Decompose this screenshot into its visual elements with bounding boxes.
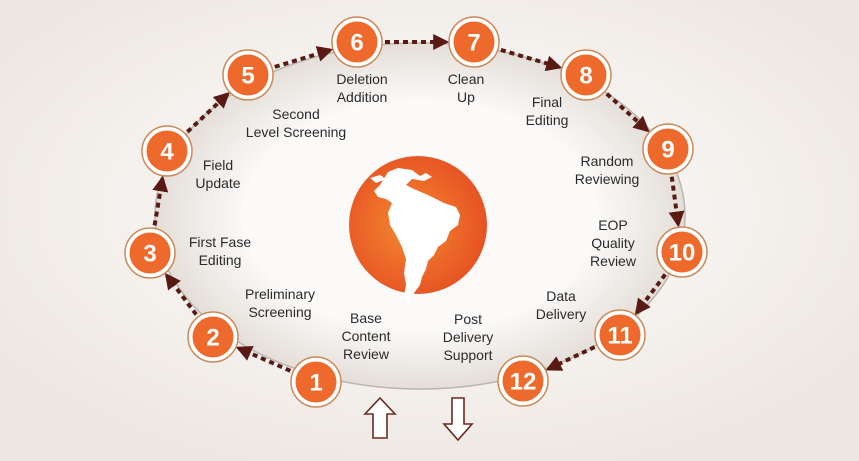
step-label: Final: [532, 94, 562, 110]
step-label: Quality: [591, 235, 635, 251]
step-label: Screening: [248, 304, 311, 320]
flow-arrow-10-to-11: [634, 273, 667, 316]
step-label: Review: [343, 346, 390, 362]
step-label: Deletion: [336, 71, 387, 87]
up-arrow-icon: [363, 396, 397, 439]
step-badge: [146, 130, 188, 172]
flow-arrow-9-to-10: [668, 176, 685, 228]
down-arrow-icon: [442, 397, 474, 442]
flow-arrow-4-to-5: [186, 91, 230, 134]
step-badge: [565, 54, 607, 96]
flow-arrow-8-to-9: [605, 92, 650, 133]
step-label: Addition: [337, 89, 388, 105]
step-badge: [599, 314, 641, 356]
flow-arrow-5-to-6: [274, 46, 334, 69]
step-label: EOP: [598, 217, 628, 233]
step-badge: [192, 316, 234, 358]
step-label: Editing: [199, 252, 242, 268]
step-number: 2: [206, 325, 219, 352]
step-badge: [661, 231, 703, 273]
step-label: Up: [457, 89, 475, 105]
step-label: Post: [454, 311, 482, 327]
step-label: Level Screening: [246, 124, 346, 140]
step-badge: [647, 128, 689, 170]
step-number: 3: [143, 241, 156, 268]
step-label: Clean: [448, 71, 485, 87]
step-number: 10: [669, 240, 696, 267]
step-label: Preliminary: [245, 286, 315, 302]
step-label: Field: [203, 157, 233, 173]
step-number: 6: [350, 30, 363, 57]
step-badge: [453, 21, 495, 63]
step-number: 1: [309, 370, 322, 397]
step-badge: [336, 21, 378, 63]
step-label: Random: [581, 153, 634, 169]
step-label: Second: [272, 106, 319, 122]
step-badge: [295, 361, 337, 403]
step-label: Content: [341, 328, 390, 344]
step-label: Base: [350, 310, 382, 326]
step-label: Support: [443, 347, 492, 363]
step-label: Reviewing: [575, 171, 640, 187]
flow-arrow-2-to-3: [164, 272, 198, 316]
step-label: Data: [546, 288, 576, 304]
step-label: Editing: [526, 112, 569, 128]
flow-arrow-7-to-8: [500, 47, 563, 72]
step-badge: [502, 360, 544, 402]
step-number: 5: [241, 63, 254, 90]
step-number: 7: [467, 30, 480, 57]
globe-icon: [349, 156, 487, 303]
step-label: Delivery: [443, 329, 494, 345]
step-number: 11: [607, 323, 632, 350]
step-badge: [227, 54, 269, 96]
step-number: 8: [579, 63, 592, 90]
step-number: 9: [661, 137, 674, 164]
step-label: Update: [195, 175, 240, 191]
flow-arrow-3-to-4: [152, 175, 169, 226]
step-label: First Fase: [189, 234, 251, 250]
step-number: 12: [510, 369, 537, 396]
step-badge: [129, 232, 171, 274]
step-number: 4: [160, 139, 174, 166]
flow-arrow-1-to-2: [235, 346, 292, 373]
step-label: Delivery: [536, 306, 587, 322]
step-label: Review: [590, 253, 637, 269]
